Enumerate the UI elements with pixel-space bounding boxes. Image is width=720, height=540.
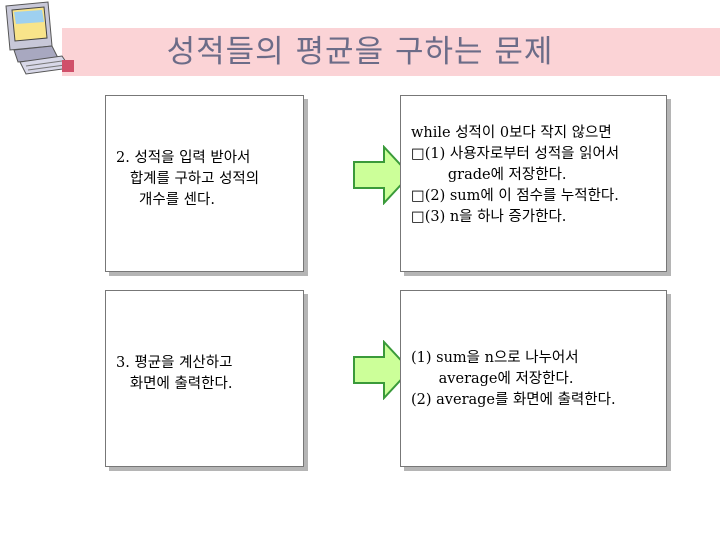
right-arrow-icon bbox=[353, 145, 412, 205]
title-band bbox=[62, 28, 720, 76]
slide-title: 성적들의 평균을 구하는 문제 bbox=[166, 34, 554, 70]
step2-detail-text: while 성적이 0보다 작지 않으면 □(1) 사용자로부터 성적을 읽어서… bbox=[411, 125, 620, 225]
step3-text: 3. 평균을 계산하고 화면에 출력한다. bbox=[116, 355, 233, 392]
step2-box: 2. 성적을 입력 받아서 합계를 구하고 성적의 개수를 센다. bbox=[105, 95, 304, 272]
computer-icon bbox=[5, 1, 74, 75]
right-arrow-icon bbox=[353, 340, 412, 400]
step3-detail-text: (1) sum을 n으로 나누어서 average에 저장한다. (2) ave… bbox=[411, 350, 616, 408]
step3-box: 3. 평균을 계산하고 화면에 출력한다. bbox=[105, 290, 304, 467]
step3-detail-box: (1) sum을 n으로 나누어서 average에 저장한다. (2) ave… bbox=[400, 290, 667, 467]
step2-detail-box: while 성적이 0보다 작지 않으면 □(1) 사용자로부터 성적을 읽어서… bbox=[400, 95, 667, 272]
step2-text: 2. 성적을 입력 받아서 합계를 구하고 성적의 개수를 센다. bbox=[116, 150, 260, 208]
